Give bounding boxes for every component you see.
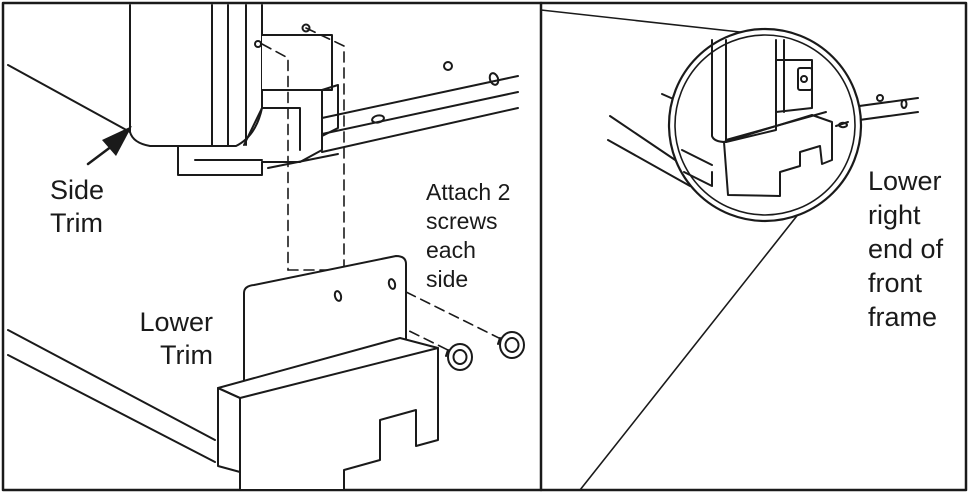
lower-right-end-label-line-3: end of [868, 234, 944, 264]
detail-content [681, 39, 849, 197]
detail-magnifier-inner [674, 34, 856, 216]
attach-screws-label-line-4: side [426, 266, 469, 292]
cabinet-top-edge [7, 64, 131, 133]
side-trim-label: Side Trim [50, 174, 104, 240]
side-trim-arrow [86, 126, 132, 166]
lower-right-end-label-line-2: right [868, 200, 921, 230]
screw-right [497, 331, 525, 359]
lower-trim [217, 255, 439, 491]
side-trim-unit [129, 4, 339, 176]
attach-screws-label-line-3: each [426, 237, 476, 263]
side-trim-label-line-1: Side [50, 175, 105, 205]
lower-right-end-label-line-4: front [868, 268, 923, 298]
lower-trim-label-line-1: Lower [139, 307, 213, 337]
lower-right-end-label: Lower right end of front frame [868, 164, 943, 334]
lower-right-end-label-line-5: frame [868, 302, 938, 332]
screw-left [445, 343, 473, 371]
callout-line-bottom [579, 211, 801, 491]
attach-screws-label: Attach 2 screws each side [426, 178, 510, 294]
attach-screws-label-line-2: screws [426, 208, 498, 234]
side-trim-label-line-2: Trim [50, 208, 103, 238]
front-frame-rail [267, 61, 519, 169]
callout-line-top [540, 9, 759, 35]
lower-trim-label-line-2: Trim [160, 340, 213, 370]
lower-right-end-label-line-1: Lower [868, 166, 942, 196]
cabinet-bottom-edge [7, 329, 216, 441]
lower-trim-label: Lower Trim [134, 306, 213, 372]
cabinet-bottom-edge-2 [7, 354, 216, 463]
attach-screws-label-line-1: Attach 2 [426, 179, 511, 205]
